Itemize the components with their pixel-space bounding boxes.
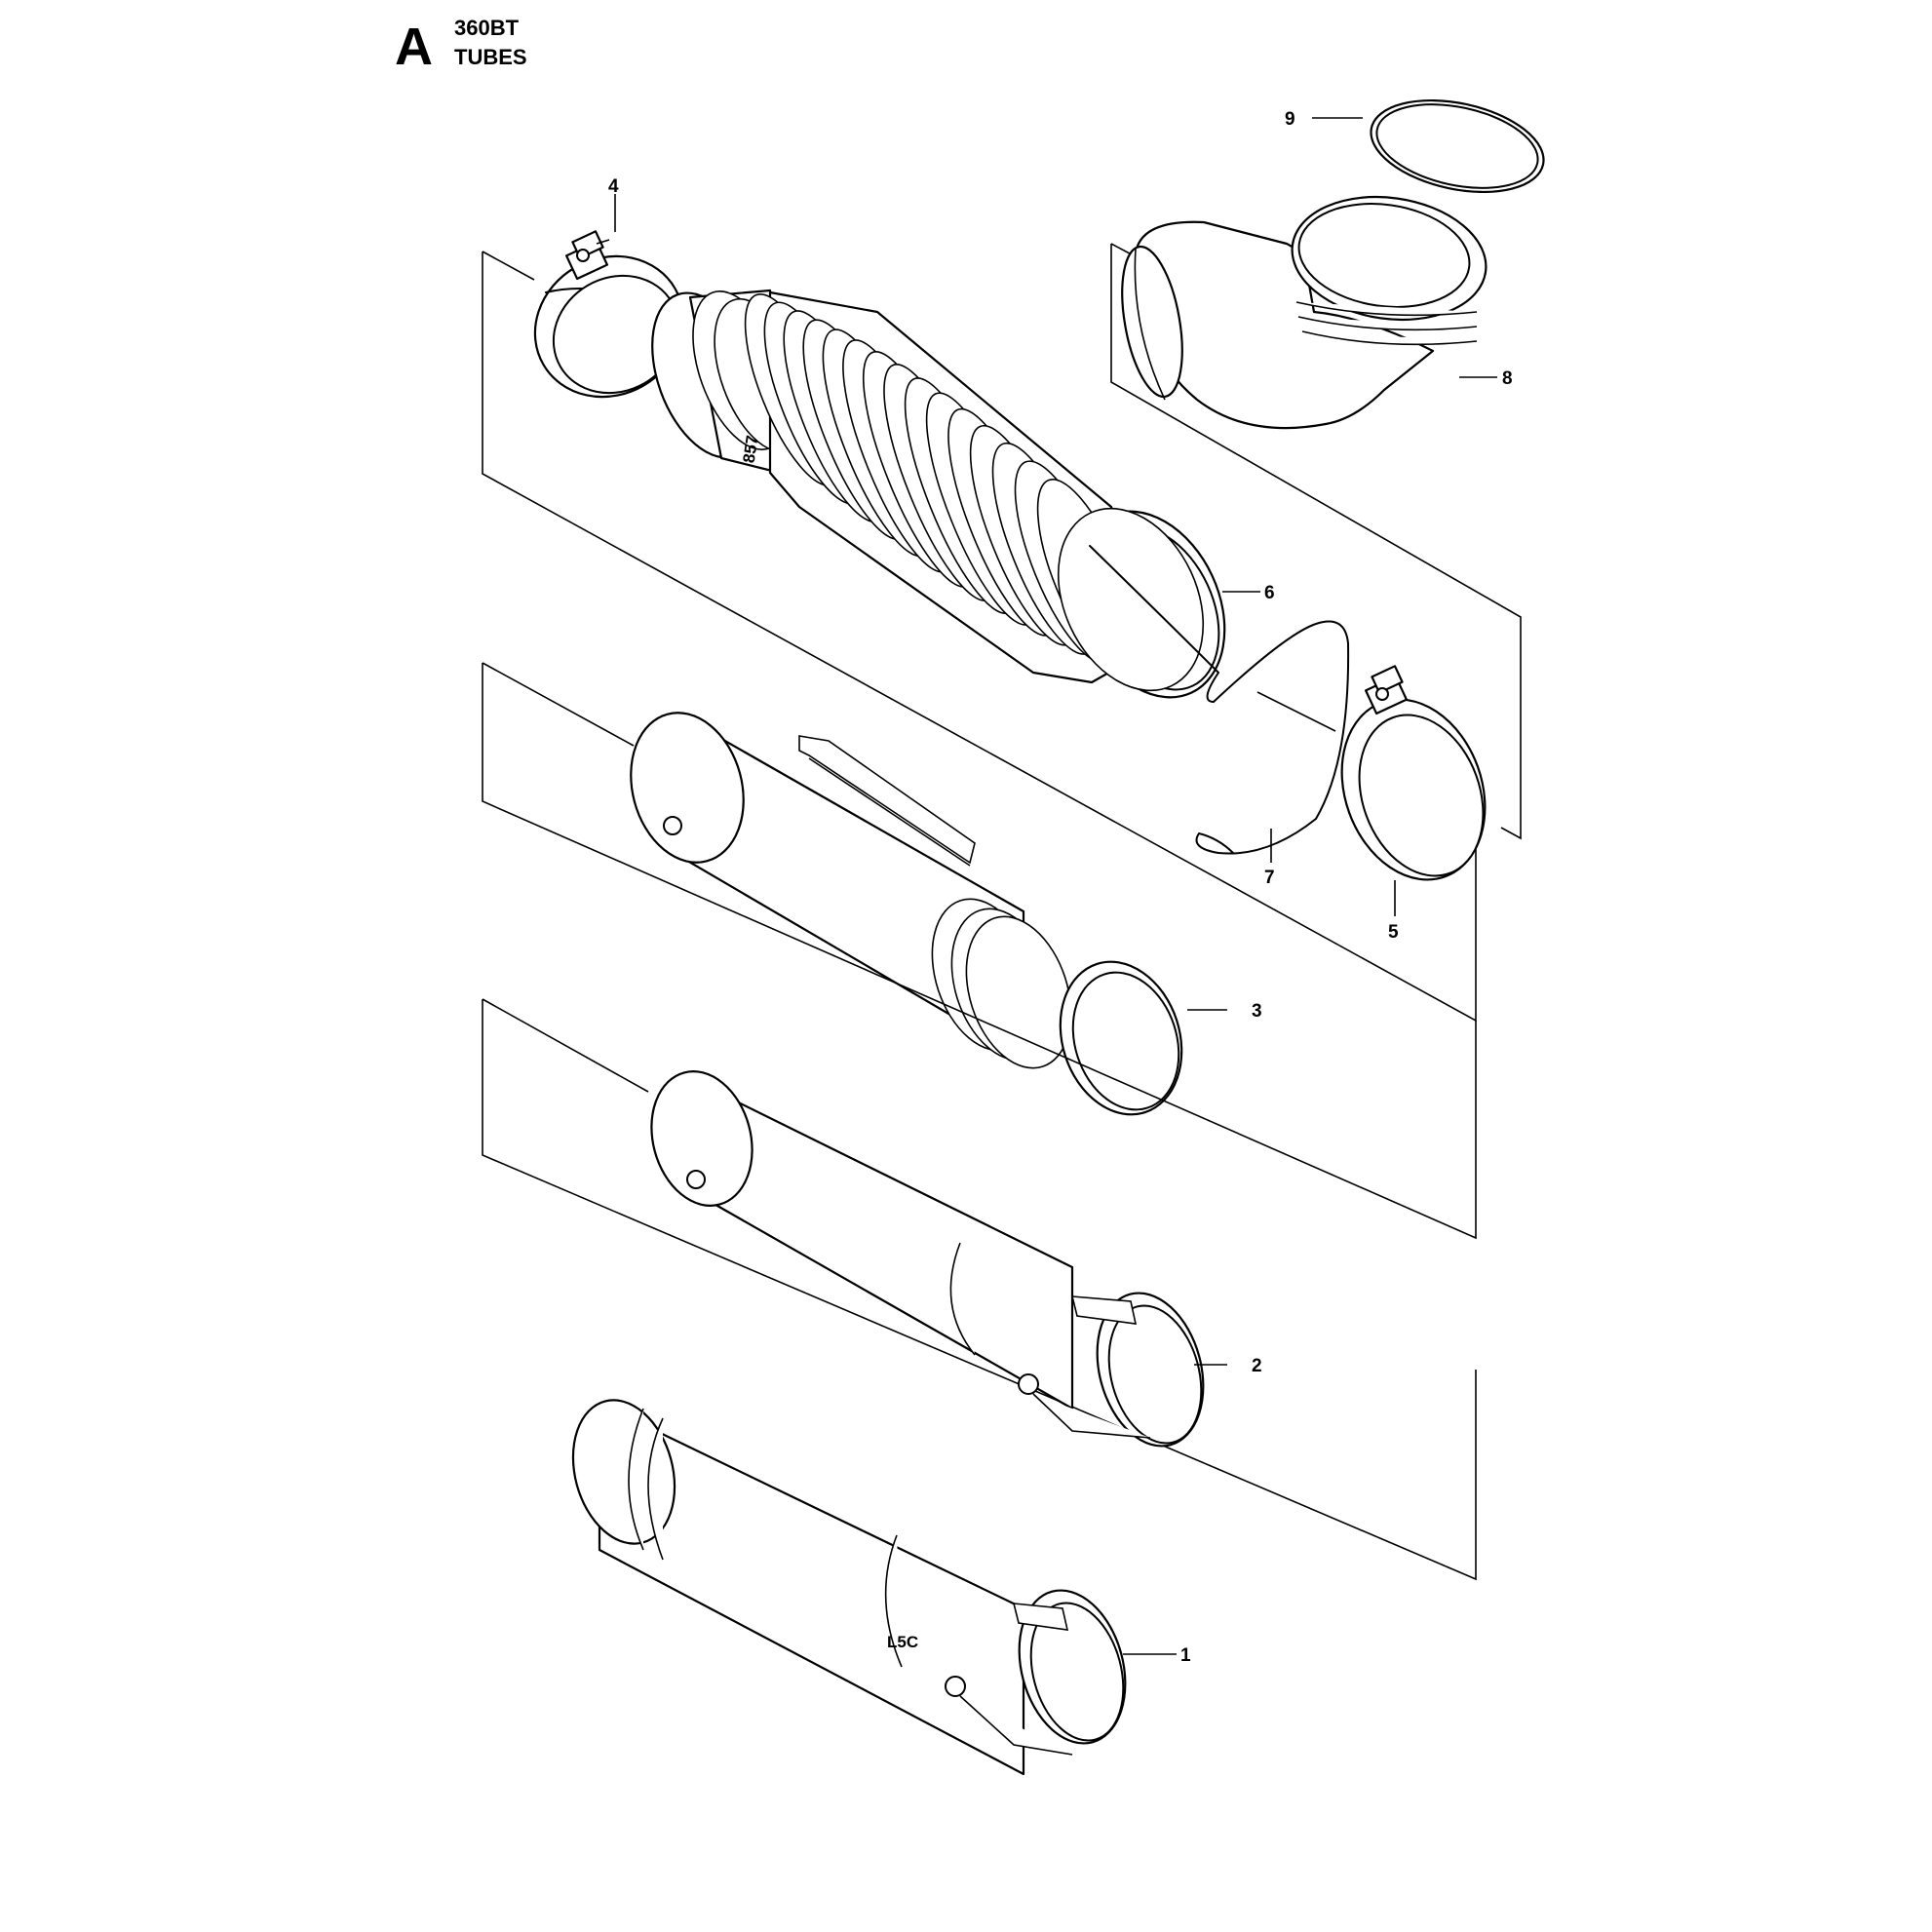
part-4-hose-clamp bbox=[533, 230, 685, 399]
callout-6: 6 bbox=[1264, 583, 1275, 603]
callout-5: 5 bbox=[1388, 922, 1399, 943]
part-7-wire bbox=[1089, 545, 1350, 855]
tube-1-marking: L5C bbox=[887, 1633, 918, 1651]
part-2-tube bbox=[650, 1070, 1205, 1448]
part-9-o-ring bbox=[1370, 98, 1545, 194]
callout-2: 2 bbox=[1252, 1356, 1262, 1376]
leader-lines bbox=[614, 117, 1497, 1655]
callout-9: 9 bbox=[1285, 109, 1295, 130]
part-5-hose-clamp bbox=[1340, 665, 1487, 881]
assembly-frame bbox=[482, 243, 1522, 1023]
page-title: TUBES bbox=[454, 45, 527, 69]
section-letter: A bbox=[395, 18, 433, 76]
part-1-tube: L5C bbox=[571, 1399, 1127, 1776]
bellows-marking: 857 bbox=[740, 434, 762, 464]
callout-1: 1 bbox=[1180, 1645, 1191, 1666]
part-3-tube bbox=[630, 712, 1183, 1116]
callout-8: 8 bbox=[1502, 368, 1513, 389]
model-number: 360BT bbox=[454, 16, 520, 40]
lower-frames bbox=[482, 662, 1477, 1581]
part-8-elbow bbox=[1121, 195, 1488, 430]
callout-3: 3 bbox=[1252, 1001, 1262, 1022]
callouts: 9 4 8 6 7 5 3 2 1 bbox=[608, 109, 1513, 1666]
callout-4: 4 bbox=[608, 176, 619, 197]
callout-7: 7 bbox=[1264, 868, 1275, 888]
